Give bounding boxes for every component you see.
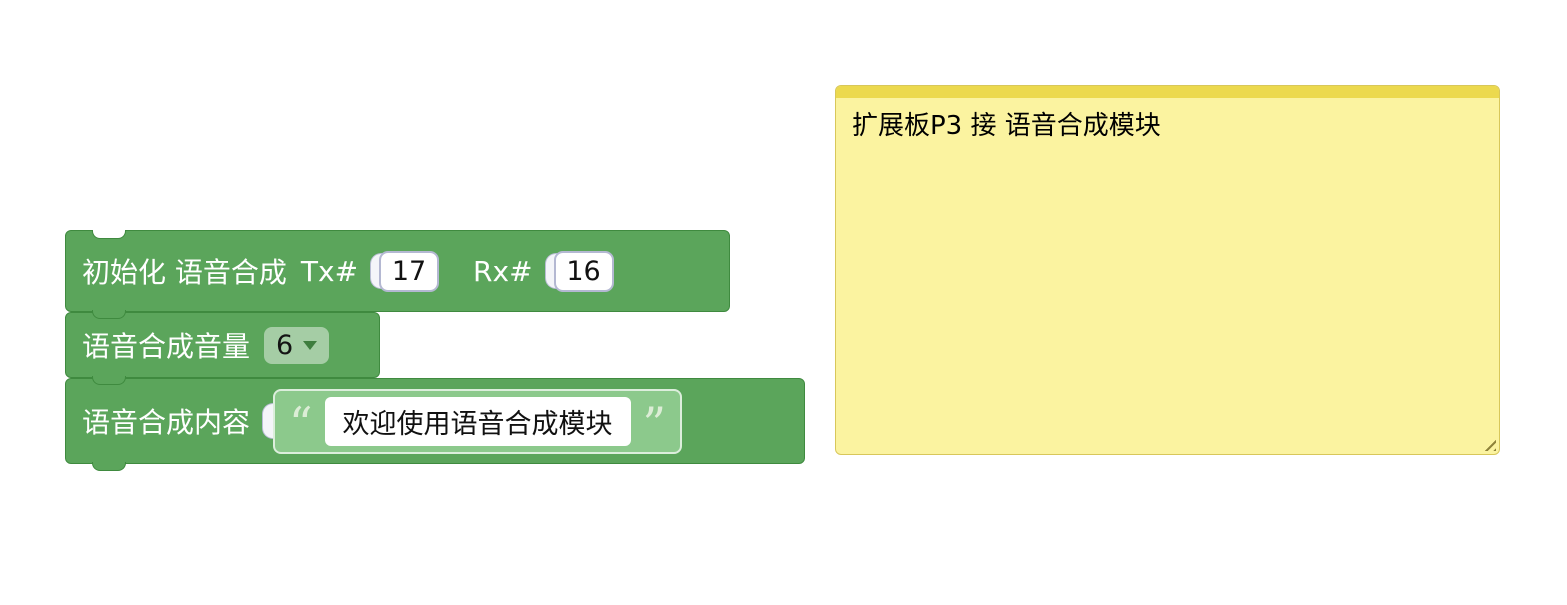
block-comment-bubble[interactable]: 扩展板P3 接 语音合成模块	[835, 85, 1500, 455]
open-quote-icon: “	[289, 397, 313, 451]
string-literal-block[interactable]: “ 欢迎使用语音合成模块 ”	[273, 388, 683, 454]
rx-label: Rx#	[473, 254, 533, 288]
tx-label: Tx#	[300, 254, 359, 288]
tx-value-field[interactable]: 17	[379, 250, 440, 292]
block-speech-volume[interactable]: 语音合成音量 6	[65, 312, 380, 385]
rx-value-field[interactable]: 16	[553, 250, 614, 292]
block-speech-content[interactable]: 语音合成内容 “ 欢迎使用语音合成模块 ”	[65, 378, 805, 471]
chevron-down-icon	[303, 340, 318, 350]
rx-value-slot: 16	[544, 250, 614, 292]
block-volume-label: 语音合成音量	[82, 330, 251, 363]
block-content-label: 语音合成内容	[82, 406, 251, 439]
content-value-slot: “ 欢迎使用语音合成模块 ”	[262, 388, 683, 454]
comment-title-bar[interactable]	[836, 86, 1499, 98]
resize-handle[interactable]	[1481, 436, 1496, 451]
string-text-field[interactable]: 欢迎使用语音合成模块	[324, 396, 631, 446]
block-init-speech-synth[interactable]: 初始化 语音合成 Tx# 17 Rx# 16	[65, 230, 730, 319]
block-init-label: 初始化 语音合成	[82, 256, 287, 289]
volume-dropdown-value: 6	[276, 329, 294, 361]
volume-dropdown[interactable]: 6	[264, 326, 330, 364]
close-quote-icon: ”	[642, 397, 667, 451]
comment-text[interactable]: 扩展板P3 接 语音合成模块	[852, 111, 1161, 141]
tx-value-slot: 17	[370, 250, 440, 292]
